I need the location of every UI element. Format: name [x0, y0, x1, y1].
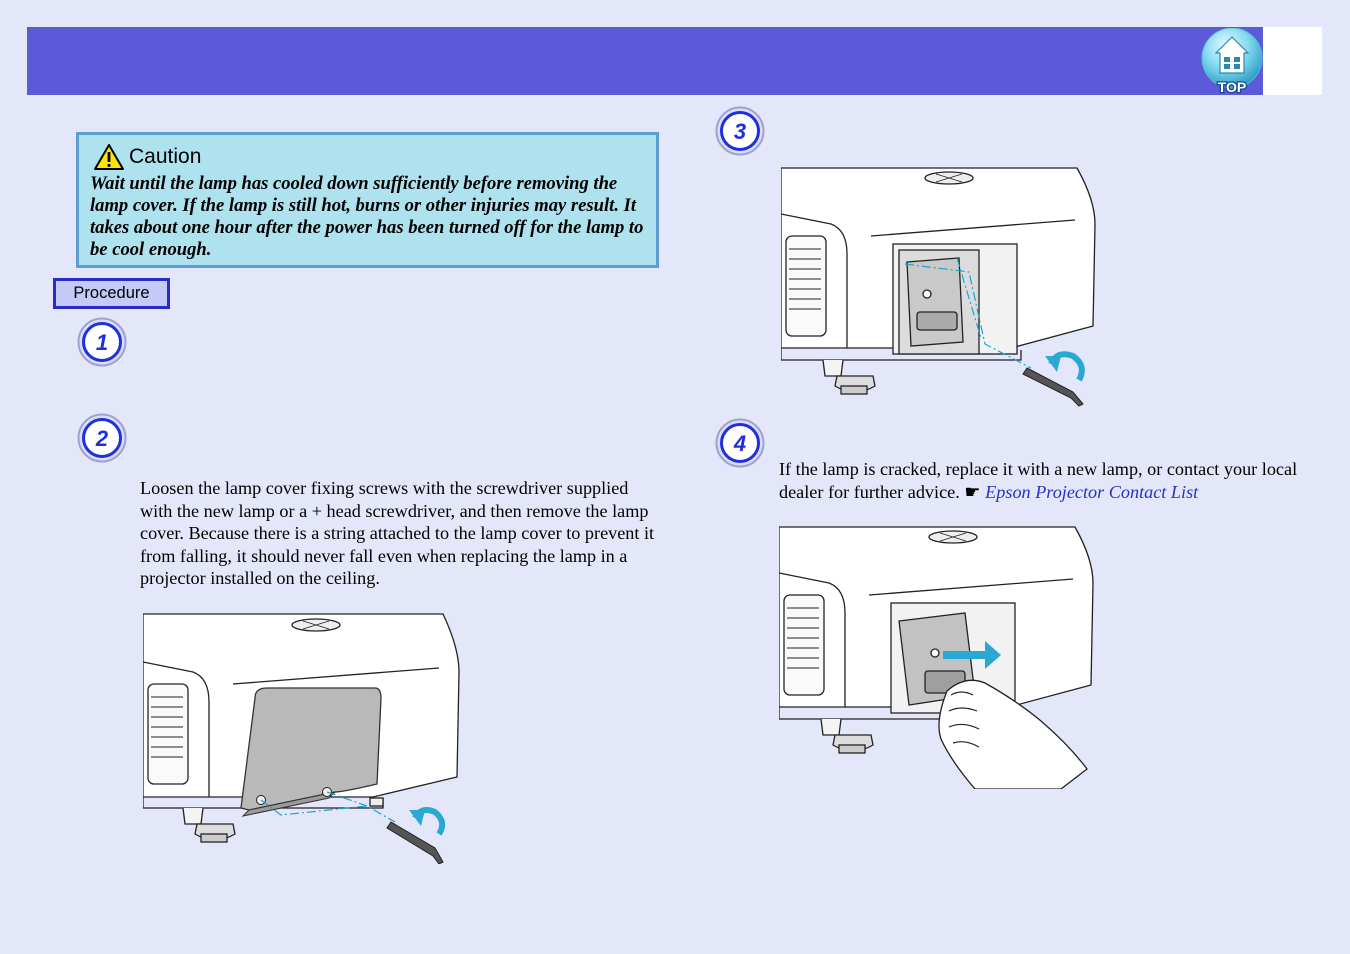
warning-icon [94, 144, 124, 170]
step-1-number: 1 [96, 330, 108, 355]
step-2-number: 2 [95, 426, 109, 451]
house-icon [1214, 36, 1250, 74]
step-4-text-body: If the lamp is cracked, replace it with … [779, 459, 1298, 502]
step-4-badge: 4 [714, 417, 766, 469]
top-button[interactable]: TOP [1200, 27, 1264, 96]
caution-box: Caution Wait until the lamp has cooled d… [76, 132, 659, 268]
step-3-number: 3 [734, 119, 746, 144]
step-4-number: 4 [733, 431, 746, 456]
caution-heading: Caution [93, 143, 201, 171]
step-2-text: Loosen the lamp cover fixing screws with… [140, 478, 655, 588]
epson-contact-link[interactable]: Epson Projector Contact List [985, 481, 1199, 502]
header-bar [27, 27, 1263, 95]
pointing-hand-icon: ☛ [964, 481, 981, 502]
step-1-badge: 1 [76, 316, 128, 368]
caution-text: Wait until the lamp has cooled down suff… [90, 173, 644, 260]
step-2-badge: 2 [76, 412, 128, 464]
procedure-label: Procedure [53, 278, 170, 309]
figure-lamp-removal [779, 526, 1094, 789]
step-4-text: If the lamp is cracked, replace it with … [779, 458, 1299, 503]
header-tab [1263, 27, 1322, 95]
figure-lamp-cover-removal [143, 613, 460, 864]
step-3-badge: 3 [714, 105, 766, 157]
caution-title: Caution [129, 145, 202, 168]
top-button-label: TOP [1218, 79, 1247, 94]
figure-lamp-screws [781, 167, 1096, 407]
